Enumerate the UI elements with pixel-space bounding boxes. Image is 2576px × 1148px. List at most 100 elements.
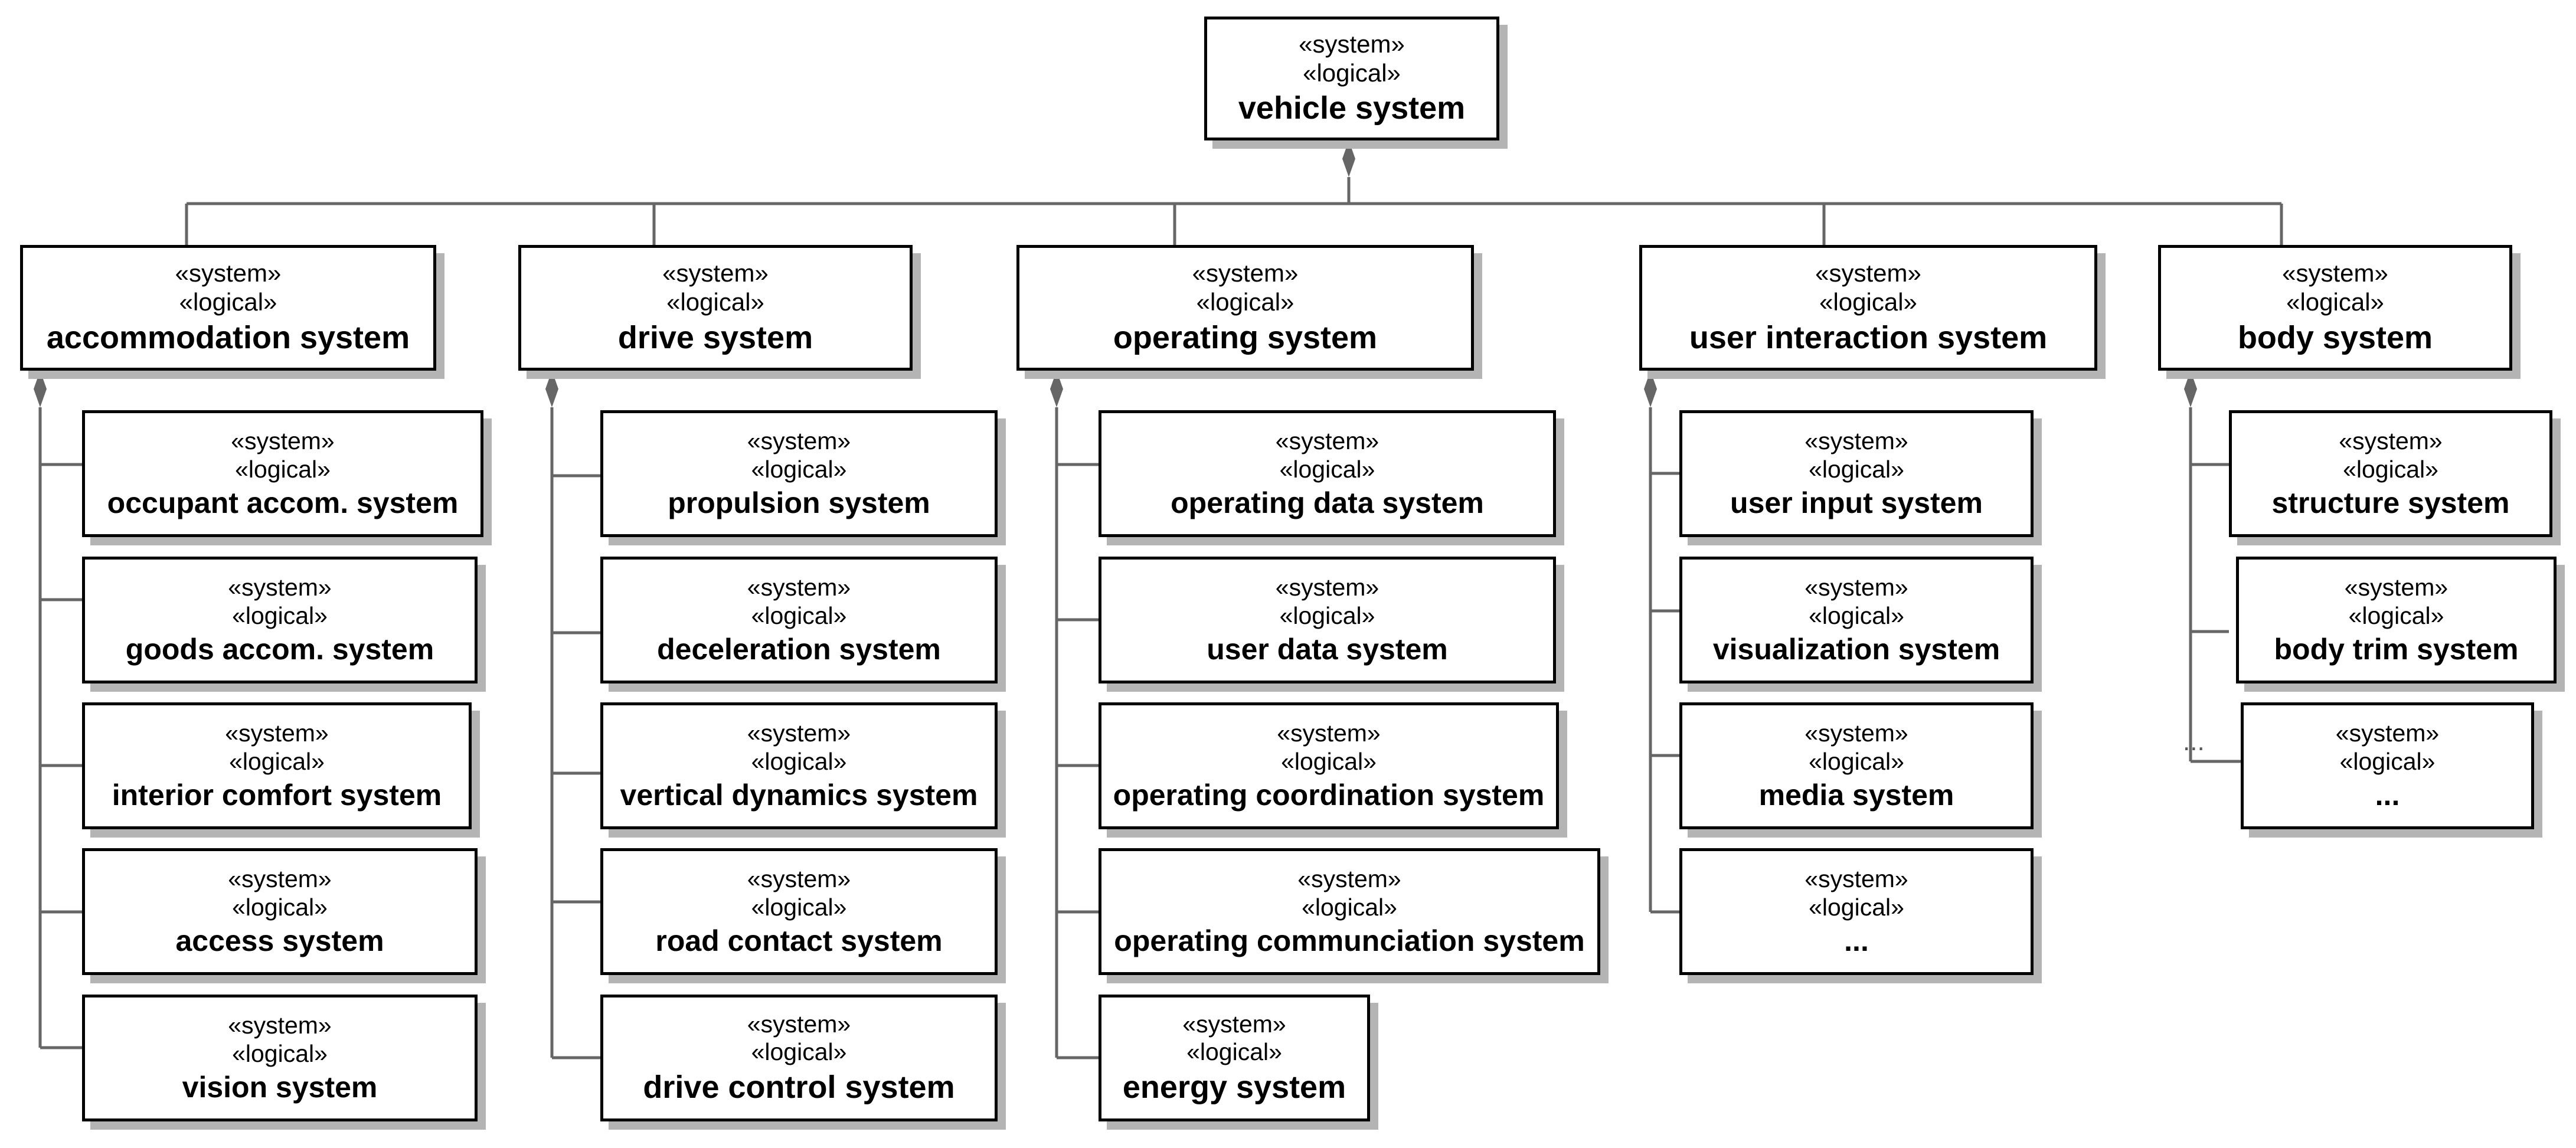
stereotype-logical: «logical»: [666, 288, 764, 316]
composition-diamond-branch-3: [1644, 371, 1657, 407]
block-vertical-dynamics-system[interactable]: «system» «logical» vertical dynamics sys…: [600, 702, 998, 829]
stereotype-logical: «logical»: [1279, 455, 1375, 483]
stereotype-system: «system»: [1192, 259, 1299, 287]
stereotype-system: «system»: [225, 719, 329, 747]
block-name: operating data system: [1171, 486, 1484, 520]
stereotype-system: «system»: [1804, 427, 1908, 454]
block-body-trim-system[interactable]: «system» «logical» body trim system: [2236, 557, 2557, 683]
block-road-contact-system[interactable]: «system» «logical» road contact system: [600, 848, 998, 975]
stereotype-system: «system»: [228, 1011, 332, 1039]
block-name: user data system: [1207, 633, 1448, 666]
block-name: vision system: [182, 1071, 378, 1104]
stereotype-logical: «logical»: [1303, 58, 1401, 87]
block-name: body trim system: [2274, 633, 2519, 666]
stereotype-system: «system»: [1804, 573, 1908, 601]
stereotype-system: «system»: [1804, 719, 1908, 747]
composition-diamond-root: [1342, 140, 1355, 177]
block-name: deceleration system: [657, 633, 941, 666]
block-user-input-system[interactable]: «system» «logical» user input system: [1679, 410, 2034, 537]
block-accommodation-system[interactable]: «system» «logical» accommodation system: [20, 245, 436, 371]
ellipsis-connector-label: ...: [2183, 727, 2205, 756]
block-name: accommodation system: [46, 319, 410, 355]
stereotype-logical: «logical»: [1186, 1038, 1282, 1066]
composition-diamond-branch-0: [34, 371, 47, 407]
stereotype-system: «system»: [747, 865, 851, 892]
block-operating-coordination-system[interactable]: «system» «logical» operating coordinatio…: [1099, 702, 1559, 829]
stereotype-system: «system»: [231, 427, 335, 454]
block-media-system[interactable]: «system» «logical» media system: [1679, 702, 2034, 829]
stereotype-system: «system»: [747, 573, 851, 601]
block-operating-data-system[interactable]: «system» «logical» operating data system: [1099, 410, 1556, 537]
block-name: occupant accom. system: [107, 486, 459, 520]
block-name: structure system: [2271, 486, 2510, 520]
stereotype-logical: «logical»: [751, 747, 847, 775]
block-vision-system[interactable]: «system» «logical» vision system: [82, 995, 478, 1121]
block-name: media system: [1758, 779, 1954, 812]
stereotype-logical: «logical»: [1809, 601, 1904, 629]
block-name: goods accom. system: [125, 633, 434, 666]
stereotype-system: «system»: [1275, 573, 1379, 601]
block-name: energy system: [1122, 1069, 1346, 1105]
stereotype-logical: «logical»: [1281, 747, 1377, 775]
block-name: operating coordination system: [1113, 779, 1545, 812]
stereotype-system: «system»: [747, 1010, 851, 1038]
block-name: user interaction system: [1689, 319, 2048, 355]
block-visualization-system[interactable]: «system» «logical» visualization system: [1679, 557, 2034, 683]
block-name: interior comfort system: [112, 779, 442, 812]
block-interior-comfort-system[interactable]: «system» «logical» interior comfort syst…: [82, 702, 472, 829]
stereotype-system: «system»: [1804, 865, 1908, 892]
block-occupant-accom-system[interactable]: «system» «logical» occupant accom. syste…: [82, 410, 483, 537]
block-user-interaction-system[interactable]: «system» «logical» user interaction syst…: [1639, 245, 2097, 371]
stereotype-logical: «logical»: [1809, 747, 1904, 775]
stereotype-logical: «logical»: [751, 893, 847, 921]
stereotype-logical: «logical»: [1279, 601, 1375, 629]
block-deceleration-system[interactable]: «system» «logical» deceleration system: [600, 557, 998, 683]
block-more-body[interactable]: «system» «logical» ...: [2241, 702, 2534, 829]
block-name: vehicle system: [1238, 90, 1466, 126]
stereotype-logical: «logical»: [2339, 747, 2436, 775]
stereotype-logical: «logical»: [751, 601, 847, 629]
stereotype-logical: «logical»: [2286, 288, 2384, 316]
block-body-system[interactable]: «system» «logical» body system: [2158, 245, 2512, 371]
stereotype-logical: «logical»: [2343, 455, 2438, 483]
block-more-user-interaction[interactable]: «system» «logical» ...: [1679, 848, 2034, 975]
block-vehicle-system[interactable]: «system» «logical» vehicle system: [1204, 17, 1499, 140]
stereotype-logical: «logical»: [232, 1039, 328, 1067]
block-name: drive control system: [643, 1069, 955, 1105]
block-name: access system: [175, 924, 384, 958]
composition-diamond-branch-4: [2184, 371, 2197, 407]
block-operating-system[interactable]: «system» «logical» operating system: [1016, 245, 1474, 371]
block-user-data-system[interactable]: «system» «logical» user data system: [1099, 557, 1556, 683]
block-goods-accom-system[interactable]: «system» «logical» goods accom. system: [82, 557, 478, 683]
block-name: operating communciation system: [1114, 924, 1585, 958]
stereotype-logical: «logical»: [751, 455, 847, 483]
stereotype-logical: «logical»: [2348, 601, 2444, 629]
stereotype-system: «system»: [228, 865, 332, 892]
block-drive-system[interactable]: «system» «logical» drive system: [518, 245, 913, 371]
stereotype-system: «system»: [175, 259, 282, 287]
stereotype-system: «system»: [2335, 719, 2440, 747]
block-name: road contact system: [655, 924, 943, 958]
stereotype-system: «system»: [1277, 719, 1381, 747]
block-access-system[interactable]: «system» «logical» access system: [82, 848, 478, 975]
stereotype-system: «system»: [1275, 427, 1379, 454]
stereotype-system: «system»: [2282, 259, 2388, 287]
block-operating-communciation-system[interactable]: «system» «logical» operating communciati…: [1099, 848, 1600, 975]
block-name: ...: [1844, 924, 1869, 958]
stereotype-logical: «logical»: [751, 1038, 847, 1066]
stereotype-system: «system»: [1815, 259, 1921, 287]
block-propulsion-system[interactable]: «system» «logical» propulsion system: [600, 410, 998, 537]
block-energy-system[interactable]: «system» «logical» energy system: [1099, 995, 1370, 1121]
block-structure-system[interactable]: «system» «logical» structure system: [2229, 410, 2552, 537]
block-drive-control-system[interactable]: «system» «logical» drive control system: [600, 995, 998, 1121]
stereotype-logical: «logical»: [1809, 455, 1904, 483]
stereotype-system: «system»: [662, 259, 769, 287]
block-name: propulsion system: [668, 486, 930, 520]
composition-diamond-branch-1: [545, 371, 558, 407]
stereotype-logical: «logical»: [1196, 288, 1294, 316]
composition-diamond-branch-2: [1050, 371, 1063, 407]
stereotype-logical: «logical»: [179, 288, 277, 316]
stereotype-logical: «logical»: [232, 893, 328, 921]
